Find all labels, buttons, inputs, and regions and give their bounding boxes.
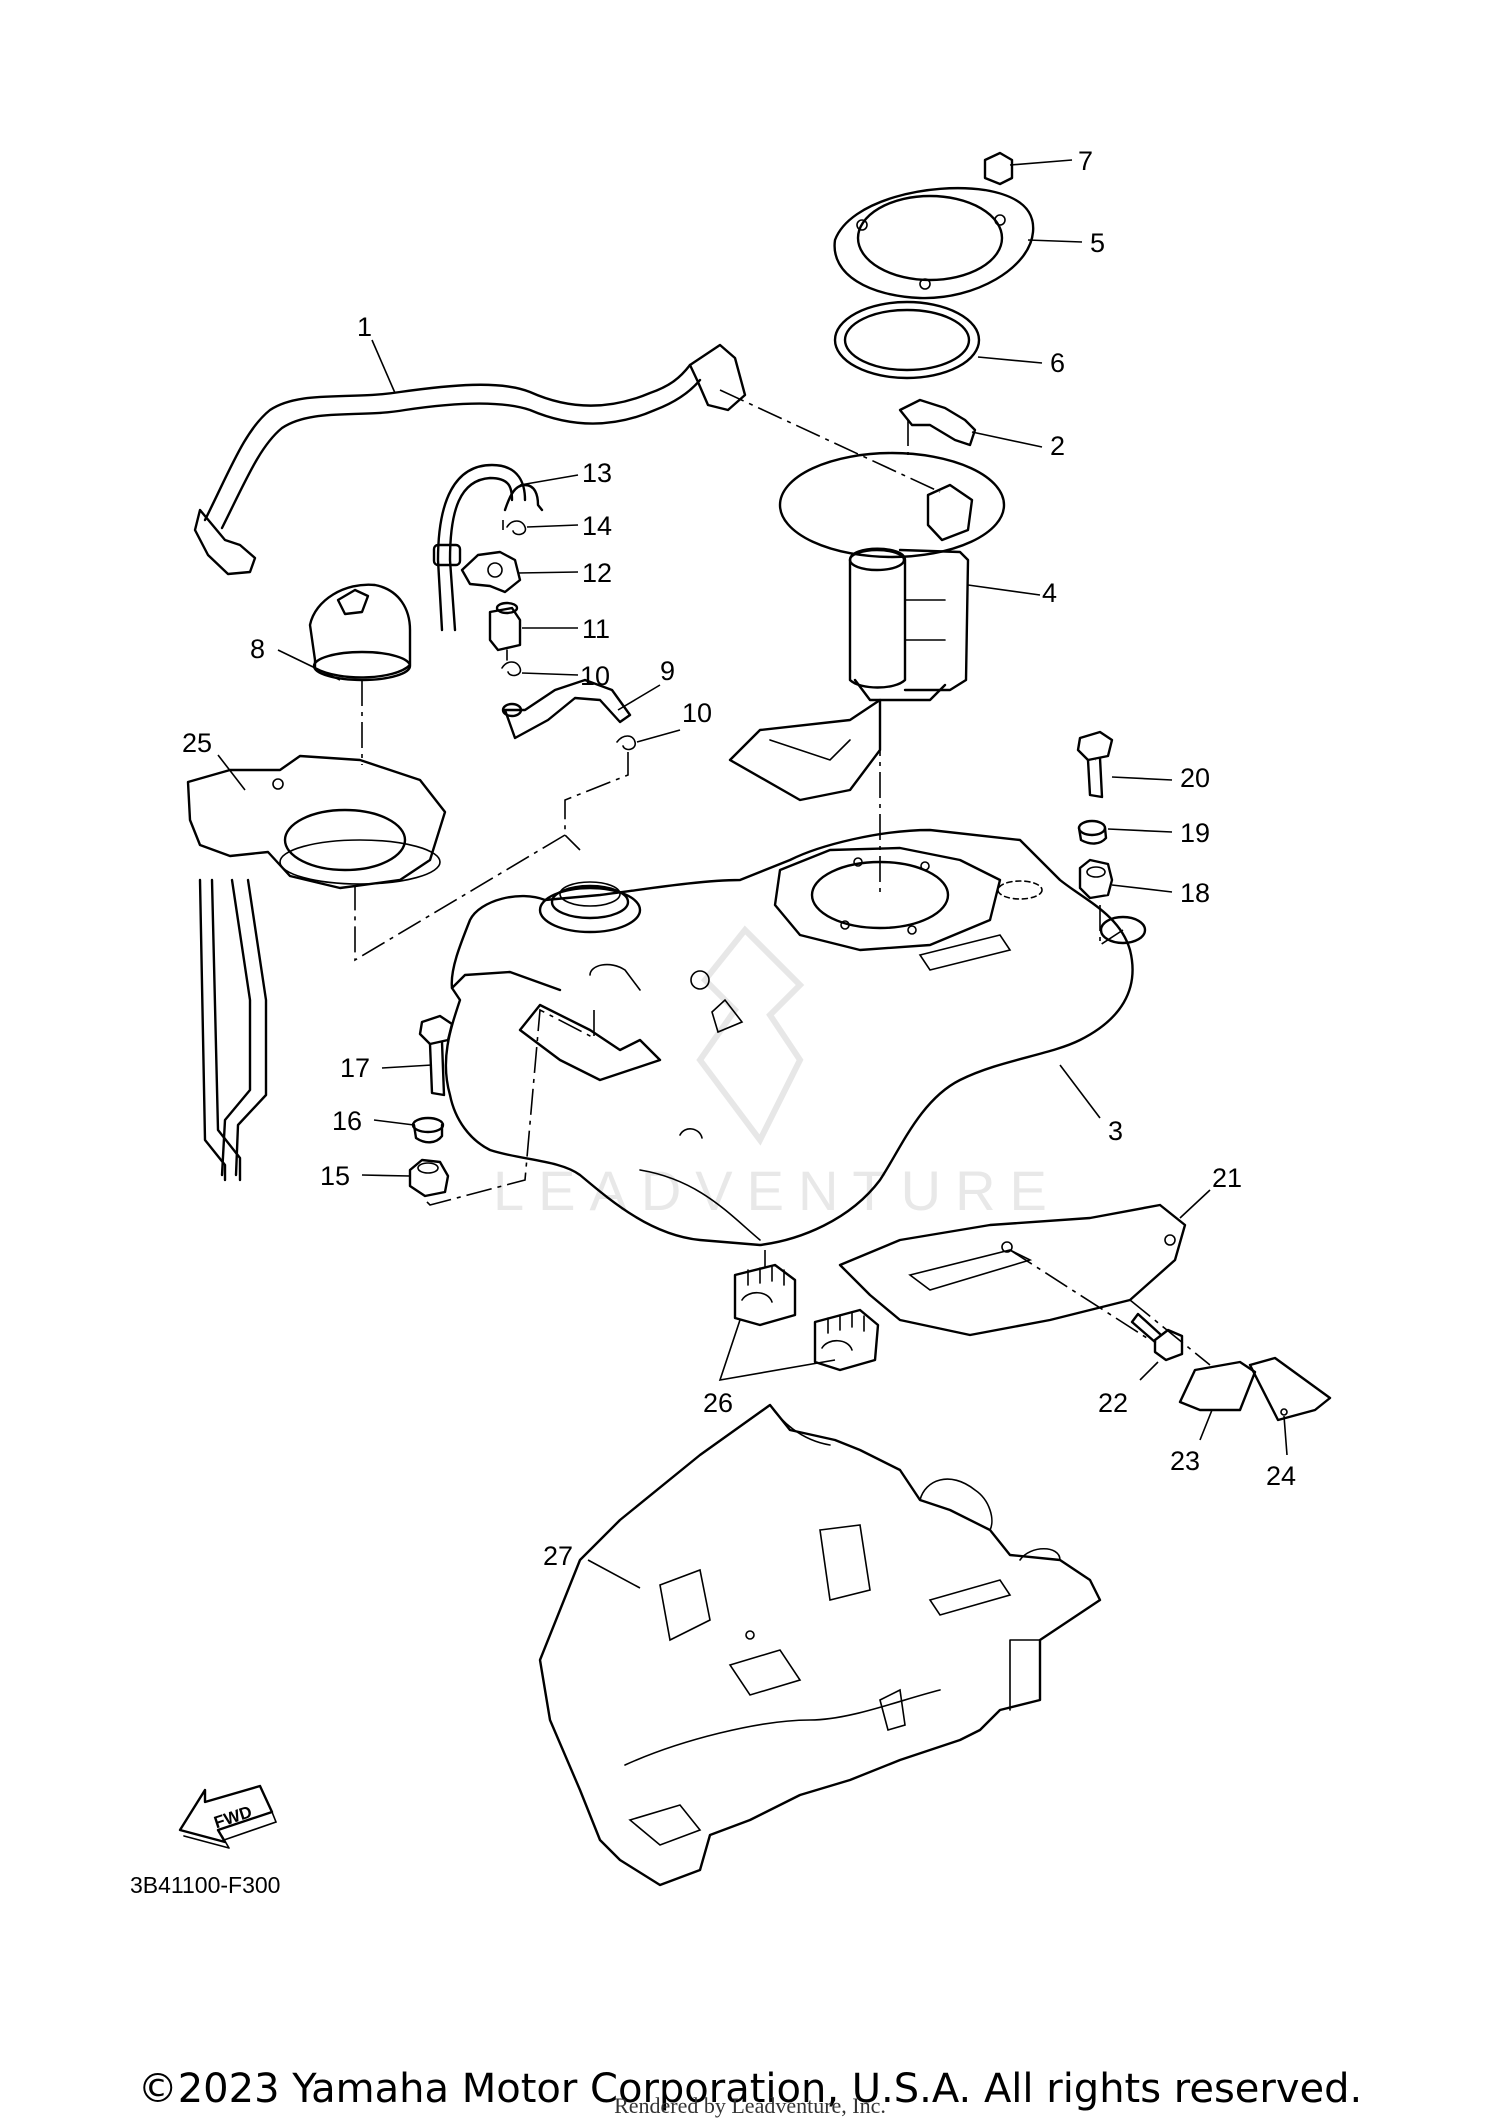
part-14-clip [506, 520, 527, 536]
part-24-plate [1248, 1356, 1332, 1422]
part-9-hose [501, 678, 632, 740]
callout-5: 5 [1090, 228, 1105, 258]
callout-3: 3 [1108, 1116, 1123, 1146]
callout-25: 25 [182, 728, 212, 758]
callout-22: 22 [1098, 1388, 1128, 1418]
part-25-filler-tray [186, 754, 447, 1182]
part-2-clip [898, 398, 977, 447]
callout-10b: 10 [682, 698, 712, 728]
callout-21: 21 [1212, 1163, 1242, 1193]
callout-27: 27 [543, 1541, 573, 1571]
copyright-notice: ©2023 Yamaha Motor Corporation, U.S.A. A… [137, 2066, 1363, 2112]
part-12-bracket [460, 550, 522, 594]
callout-7: 7 [1078, 146, 1093, 176]
leader-lines [217, 159, 1288, 1589]
callout-19: 19 [1180, 818, 1210, 848]
part-8-filler-cap [308, 583, 412, 682]
callout-11: 11 [582, 614, 610, 644]
diagram-code: 3B41100-F300 [130, 1872, 280, 1898]
callout-10a: 10 [580, 661, 610, 691]
callout-15: 15 [320, 1161, 350, 1191]
watermark-text: LEADVENTURE [493, 1159, 1061, 1222]
callout-1: 1 [357, 312, 372, 342]
fwd-label: FWD [212, 1802, 255, 1832]
part-7-nut [983, 151, 1014, 186]
part-18-grommet [1078, 858, 1114, 900]
callout-16: 16 [332, 1106, 362, 1136]
callout-23: 23 [1170, 1446, 1200, 1476]
part-17-bolt [418, 1014, 454, 1097]
callout-12: 12 [582, 558, 612, 588]
part-19-washer [1077, 819, 1108, 845]
callout-18: 18 [1180, 878, 1210, 908]
callout-6: 6 [1050, 348, 1065, 378]
part-26-damper-b [813, 1308, 880, 1372]
part-6-gasket [833, 300, 981, 380]
callout-14: 14 [582, 511, 612, 541]
part-15-grommet [408, 1158, 450, 1198]
callout-20: 20 [1180, 763, 1210, 793]
part-10-clip-lower [616, 735, 636, 751]
part-5-retaining-plate [833, 186, 1035, 300]
part-1-hose [193, 343, 747, 576]
part-27-lower-cover [538, 1403, 1102, 1887]
part-11-fitting [488, 601, 522, 661]
part-4-fuel-pump [728, 451, 1006, 802]
part-23-plate [1178, 1360, 1257, 1412]
callout-17: 17 [340, 1053, 370, 1083]
callout-4: 4 [1042, 578, 1057, 608]
part-3-fuel-tank [444, 828, 1147, 1247]
installation-lines [354, 389, 1211, 1366]
part-21-heat-shield [838, 1203, 1187, 1337]
callout-24: 24 [1266, 1461, 1296, 1491]
callouts: 1 2 3 4 5 6 7 8 9 10 10 11 12 13 14 15 1… [182, 146, 1296, 1571]
callout-2: 2 [1050, 431, 1065, 461]
part-20-bolt [1076, 730, 1114, 799]
rendered-by-notice: Rendered by Leadventure, Inc. [614, 2093, 886, 2118]
watermark: LEADVENTURE [493, 925, 1061, 1222]
part-26-damper-a [733, 1263, 797, 1327]
callout-9: 9 [660, 656, 675, 686]
callout-13: 13 [582, 458, 612, 488]
callout-8: 8 [250, 634, 265, 664]
part-13-hose [432, 463, 544, 632]
fwd-arrow-icon: FWD [178, 1784, 278, 1849]
callout-26: 26 [703, 1388, 733, 1418]
part-10-clip-upper [501, 661, 522, 677]
part-16-collar [411, 1116, 445, 1144]
